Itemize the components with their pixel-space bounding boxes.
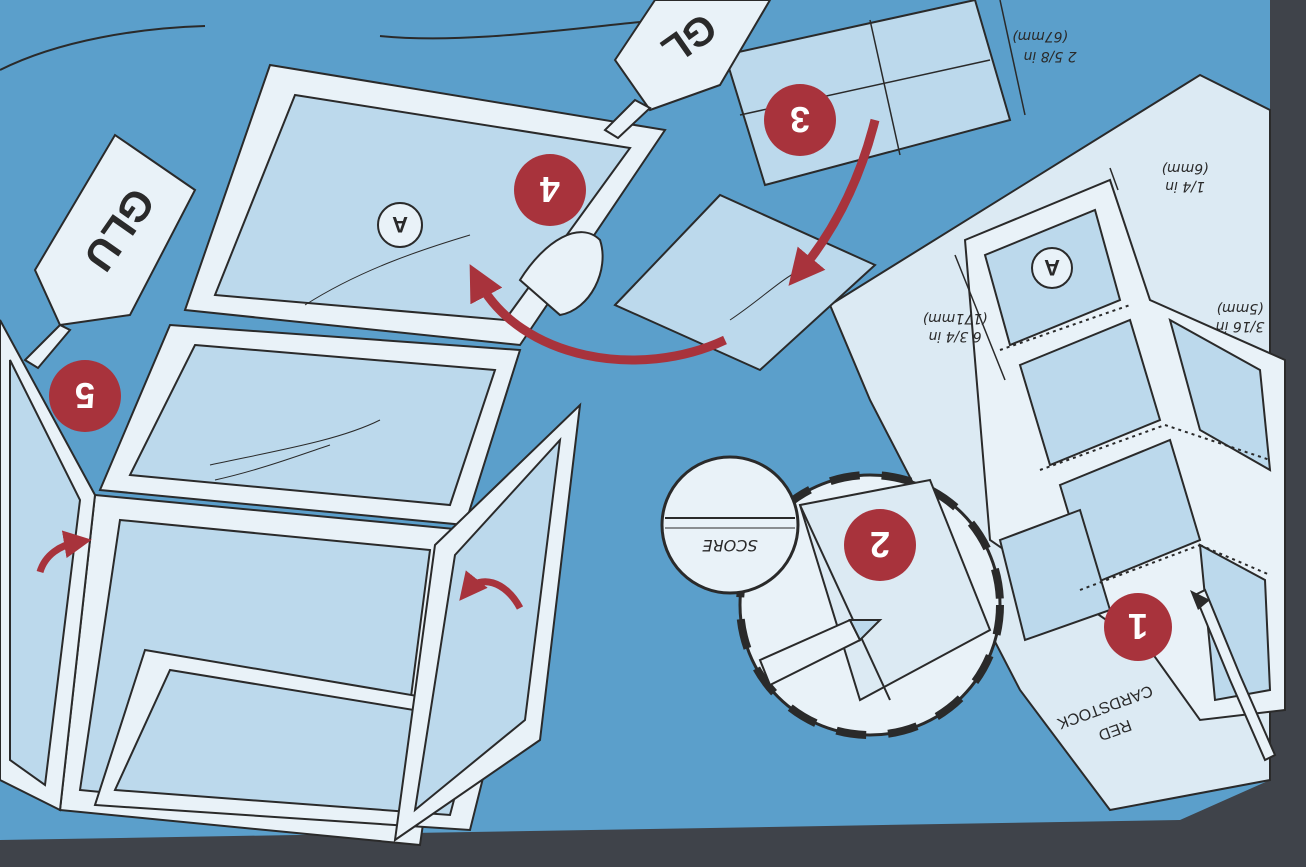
panel-marker-a: A [1044,255,1060,280]
svg-text:3/16 in: 3/16 in [1216,318,1265,334]
svg-text:1/4 in: 1/4 in [1165,178,1205,194]
step-badge-5: 5 [49,360,121,432]
score-label: SCORE [702,536,758,555]
svg-text:1: 1 [1128,606,1148,647]
step-badge-2: 2 [844,509,916,581]
svg-text:(5mm): (5mm) [1216,300,1263,316]
svg-text:4: 4 [540,169,560,210]
score-detail-circle [662,457,798,593]
step-badge-1: 1 [1104,593,1172,661]
dimension-width-mm: (67mm) [1012,28,1068,44]
step-badge-4: 4 [514,154,586,226]
svg-text:A: A [392,212,408,237]
svg-text:6 3/4 in: 6 3/4 in [928,328,981,344]
panel-marker-frame: A [378,203,422,247]
svg-text:(171mm): (171mm) [923,310,988,326]
svg-text:2: 2 [870,524,890,565]
svg-text:3: 3 [790,99,810,140]
step-badge-3: 3 [764,84,836,156]
dimension-width-in: 2 5/8 in [1023,48,1076,64]
svg-text:(6mm): (6mm) [1161,160,1208,176]
svg-text:5: 5 [75,375,95,416]
